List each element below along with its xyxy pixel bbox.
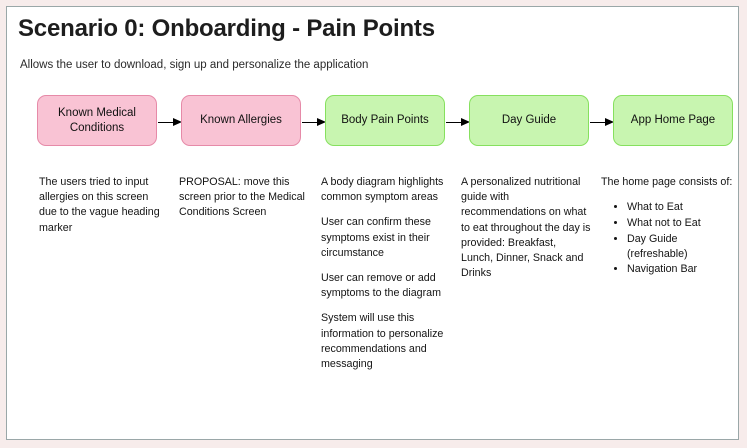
- description-paragraph: User can remove or add symptoms to the d…: [321, 271, 441, 300]
- arrow-head-icon: [461, 118, 470, 126]
- description-column-5: The home page consists of: What to EatWha…: [601, 175, 733, 278]
- flow-node-label: Body Pain Points: [341, 114, 429, 127]
- flow-node-3[interactable]: Body Pain Points: [325, 95, 445, 146]
- arrow-head-icon: [173, 118, 182, 126]
- description-column-2: PROPOSAL: move this screen prior to the …: [179, 175, 311, 221]
- flow-node-label: Known Allergies: [200, 114, 282, 127]
- description-paragraph: A body diagram highlights common symptom…: [321, 176, 444, 204]
- description-paragraph: User can confirm these symptoms exist in…: [321, 216, 431, 259]
- flow-diagram: Known Medical Conditions Known Allergies B…: [7, 87, 738, 157]
- bullet-list-item: Navigation Bar: [627, 262, 733, 277]
- arrow-shaft: [590, 121, 607, 124]
- flow-arrow-1: [158, 118, 182, 127]
- bullet-list-item: What not to Eat: [627, 216, 733, 231]
- arrow-head-icon: [317, 118, 326, 126]
- description-column-3: A body diagram highlights common symptom…: [321, 175, 446, 372]
- description-paragraph: The home page consists of:: [601, 176, 733, 188]
- flow-arrow-4: [590, 118, 614, 127]
- arrow-shaft: [446, 121, 463, 124]
- bullet-list-item: Day Guide (refreshable): [627, 232, 733, 262]
- arrow-head-icon: [605, 118, 614, 126]
- description-paragraph: The users tried to input allergies on th…: [39, 176, 160, 234]
- page-title: Scenario 0: Onboarding - Pain Points: [18, 15, 435, 42]
- flow-arrow-3: [446, 118, 470, 127]
- flow-node-5[interactable]: App Home Page: [613, 95, 733, 146]
- arrow-shaft: [158, 121, 175, 124]
- description-paragraph: A personalized nutritional guide with re…: [461, 176, 591, 280]
- flow-node-label: Day Guide: [501, 114, 557, 127]
- arrow-shaft: [302, 121, 319, 124]
- description-paragraph: System will use this information to pers…: [321, 312, 444, 370]
- flow-node-label: Known Medical Conditions: [58, 107, 136, 134]
- description-column-1: The users tried to input allergies on th…: [39, 175, 167, 236]
- flow-node-2[interactable]: Known Allergies: [181, 95, 301, 146]
- bullet-list: What to EatWhat not to EatDay Guide (ref…: [601, 200, 733, 277]
- flow-node-4[interactable]: Day Guide: [469, 95, 589, 146]
- flow-arrow-2: [302, 118, 326, 127]
- page-subtitle: Allows the user to download, sign up and…: [20, 59, 369, 71]
- description-paragraph: PROPOSAL: move this screen prior to the …: [179, 176, 305, 219]
- slide-canvas: Scenario 0: Onboarding - Pain Points All…: [6, 6, 739, 440]
- flow-node-label: App Home Page: [630, 114, 716, 127]
- flow-node-1[interactable]: Known Medical Conditions: [37, 95, 157, 146]
- bullet-list-item: What to Eat: [627, 200, 733, 215]
- description-column-4: A personalized nutritional guide with re…: [461, 175, 591, 281]
